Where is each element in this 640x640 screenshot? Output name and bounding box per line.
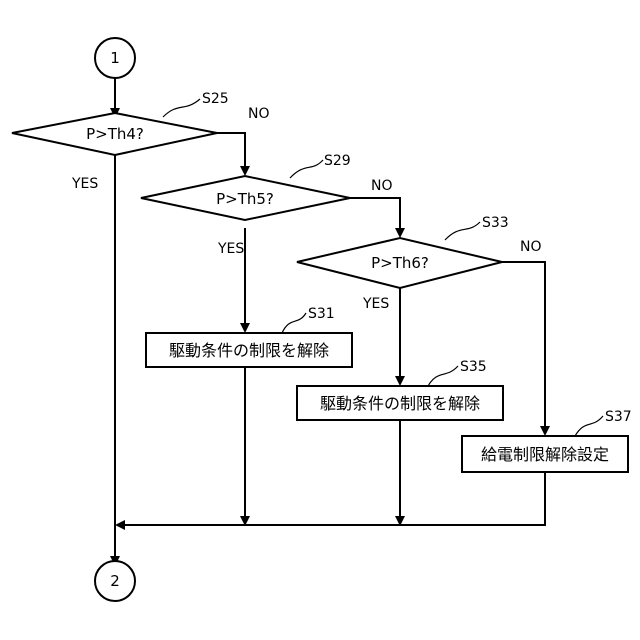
- step-id-s25: S25: [202, 91, 229, 107]
- step-id-s37: S37: [605, 409, 632, 425]
- step-id-leader-s33: [445, 222, 480, 240]
- process-s31-text: 駆動条件の制限を解除: [169, 341, 329, 360]
- decision-s29: P>Th5? S29 NO YES: [141, 153, 393, 257]
- decision-s25-yes-label: YES: [71, 176, 98, 192]
- decision-s33-text: P>Th6?: [371, 254, 429, 272]
- decision-s29-text: P>Th5?: [216, 190, 274, 208]
- step-id-s31: S31: [308, 306, 335, 322]
- step-id-leader-s31: [282, 313, 306, 333]
- arrow-to-s29: [240, 166, 250, 176]
- connector-top-label: 1: [110, 49, 120, 67]
- arrow-to-s37: [540, 426, 550, 436]
- arrow-to-s33: [395, 228, 405, 238]
- connector-bottom-label: 2: [110, 572, 120, 590]
- connector-bottom: 2: [95, 561, 135, 601]
- step-id-s29: S29: [324, 153, 351, 169]
- decision-s29-no-label: NO: [371, 178, 393, 194]
- arrow-to-s35: [395, 376, 405, 386]
- step-id-leader-s37: [575, 416, 603, 436]
- process-s31: 駆動条件の制限を解除 S31: [146, 306, 352, 367]
- process-s35-text: 駆動条件の制限を解除: [320, 394, 480, 413]
- step-id-leader-s25: [163, 99, 200, 117]
- decision-s33: P>Th6? S33 NO YES: [297, 215, 542, 312]
- process-s37-text: 給電制限解除設定: [481, 445, 609, 464]
- connector-top: 1: [95, 38, 135, 78]
- arrow-to-s31: [240, 323, 250, 333]
- decision-s29-yes-label: YES: [217, 241, 244, 257]
- step-id-s35: S35: [460, 359, 487, 375]
- step-id-leader-s29: [290, 160, 323, 178]
- decision-s25-no-label: NO: [248, 106, 270, 122]
- decision-s33-no-label: NO: [520, 239, 542, 255]
- decision-s25: P>Th4? S25 NO YES: [12, 91, 270, 192]
- decision-s33-yes-label: YES: [362, 296, 389, 312]
- step-id-s33: S33: [482, 215, 509, 231]
- arrow-merge-left: [115, 520, 125, 530]
- decision-s25-text: P>Th4?: [86, 125, 144, 143]
- step-id-leader-s35: [428, 366, 458, 386]
